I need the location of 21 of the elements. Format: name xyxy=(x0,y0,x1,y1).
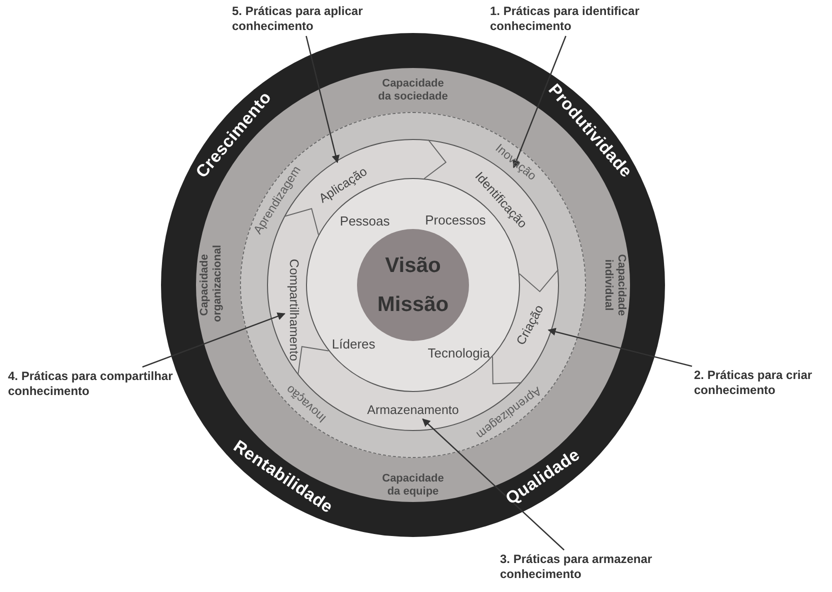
capacity-label: Capacidade organizacional xyxy=(198,248,224,322)
leader-arrow xyxy=(422,418,565,550)
pillar-label: Tecnologia xyxy=(428,345,490,360)
practice-label: 2. Práticas para criar conhecimento xyxy=(694,368,822,398)
leader-arrow xyxy=(306,36,340,164)
stage-label: Armazenamento xyxy=(367,403,459,417)
leader-arrow xyxy=(548,328,692,367)
practice-label: 4. Práticas para compartilhar conhecimento xyxy=(8,369,186,399)
pillar-label: Líderes xyxy=(332,336,376,352)
practice-label: 1. Práticas para identificar conhecimento xyxy=(490,4,655,34)
practice-label: 5. Práticas para aplicar conhecimento xyxy=(232,4,372,34)
leader-arrow xyxy=(512,36,566,168)
stage-label: Compartilhamento xyxy=(286,259,301,362)
capacity-label: Capacidade individual xyxy=(602,253,628,318)
leader-arrow xyxy=(142,312,286,368)
core-label: Visão xyxy=(385,255,441,276)
pillar-label: Pessoas xyxy=(340,214,390,229)
capacity-label: Capacidade da sociedade xyxy=(377,77,449,103)
practice-label: 3. Práticas para armazenar conhecimento xyxy=(500,552,665,582)
core-label: Missão xyxy=(377,294,449,315)
capacity-label: Capacidade da equipe xyxy=(381,472,445,498)
